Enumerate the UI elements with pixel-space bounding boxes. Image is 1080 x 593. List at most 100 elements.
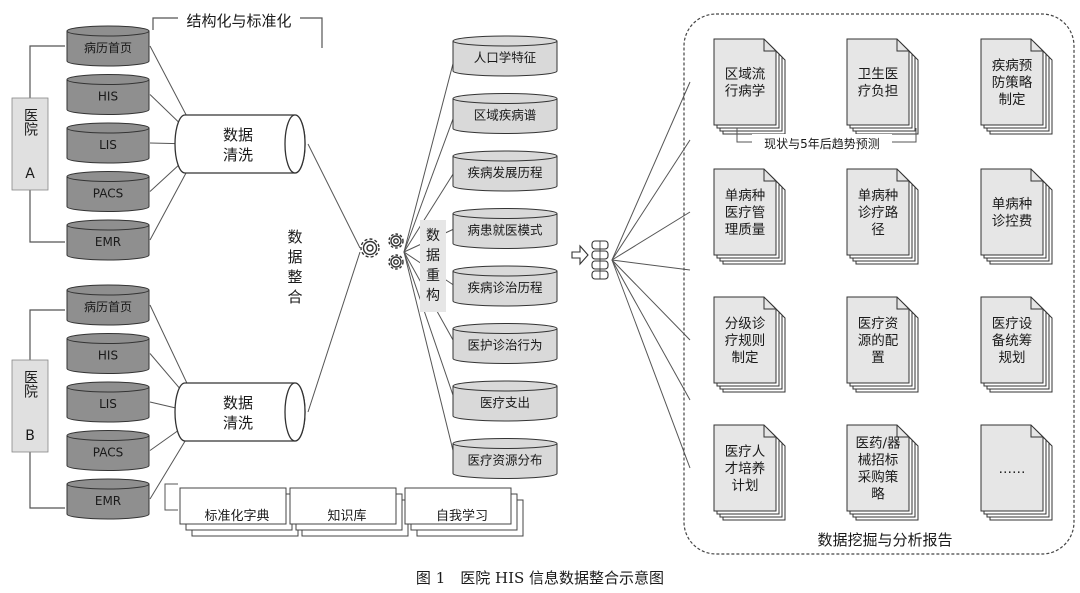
cleaning-b-to-gears-line (307, 251, 361, 413)
report-4-line-1: 诊疗路 (858, 205, 899, 221)
hospital-a-source-3: PACS (66, 171, 150, 212)
dimension-cylinder-7-body (452, 443, 558, 479)
dimension-cylinder-2: 疾病发展历程 (452, 150, 558, 192)
hospital-a-label-line1: 医院 (22, 108, 38, 137)
dimension-cylinder-3: 病患就医模式 (452, 208, 558, 249)
hospital-b-source-2-top (66, 381, 150, 393)
report-3-line-1: 医疗管 (725, 205, 766, 221)
hospital-a-source-4-label: EMR (95, 235, 121, 249)
report-sheet (980, 168, 1044, 256)
report-10-line-2: 采购策 (858, 469, 899, 486)
server-to-report-line (611, 81, 691, 261)
dimension-cylinder-3-body (452, 213, 558, 249)
report-sheet (980, 38, 1044, 126)
hospital-b-source-0-body (66, 290, 150, 326)
dimension-cylinder-1-body (452, 98, 558, 134)
figure-caption: 图 1 医院 HIS 信息数据整合示意图 (416, 569, 664, 587)
dimension-cylinder-5-body (452, 328, 558, 364)
report-sheet (713, 38, 777, 126)
dimension-cylinder-6-body (452, 386, 558, 422)
dimension-cylinder-6-label: 医疗支出 (480, 395, 530, 410)
reconstruction-char-3: 重 (426, 268, 440, 284)
report-2-line-2: 制定 (999, 92, 1026, 108)
report-7-line-1: 源的配 (858, 333, 899, 349)
report-5-line-0: 单病种 (992, 197, 1033, 213)
report-sheet (846, 38, 910, 126)
hospital-b-source-2-body (66, 387, 150, 423)
integration-char-1: 数 (287, 228, 302, 246)
hospital-a-source-1-label: HIS (98, 90, 118, 104)
dimension-cylinder-7: 医疗资源分布 (452, 438, 558, 479)
cleaning-cylinder-b-label-2: 清洗 (223, 414, 253, 432)
hospital-a-source-0-label: 病历首页 (84, 40, 132, 55)
report-fold (896, 169, 909, 182)
integration-char-2: 据 (287, 248, 302, 266)
source-to-cleaning-line (149, 304, 194, 397)
report-6-line-1: 疗规则 (725, 333, 766, 349)
report-7-line-2: 置 (871, 350, 885, 366)
hospital-b-group: 医院 B (11, 309, 65, 509)
reconstruction-char-2: 据 (426, 248, 440, 264)
report-fold (763, 425, 776, 438)
hospital-b-source-1-body (66, 338, 150, 374)
report-sheet (713, 296, 777, 384)
report-10-line-1: 械招标 (858, 453, 899, 469)
knowledge-sheet (289, 487, 397, 525)
server-to-report-line (611, 259, 691, 469)
hospital-a-source-4-body (66, 225, 150, 261)
hospital-a-source-4-top (66, 219, 150, 231)
hospital-a-source-2-body (66, 128, 150, 164)
cleaning-cylinder-a-label-1: 数据 (223, 126, 253, 144)
dimension-cylinder-5-label: 医护诊治行为 (467, 338, 542, 353)
dimension-cylinder-1-top (452, 93, 558, 104)
hospital-b-source-4-top (66, 478, 150, 490)
hospital-b-label-line1: 医院 (22, 370, 38, 399)
report-4-line-2: 径 (871, 222, 885, 238)
hospital-b-source-4-body (66, 484, 150, 520)
dimension-cylinder-4-body (452, 271, 558, 307)
hospital-a-source-3-label: PACS (93, 187, 123, 201)
report-8-line-2: 规划 (999, 350, 1026, 366)
report-sheet (846, 424, 910, 512)
report-fold (1030, 297, 1043, 310)
dimension-cylinder-0-label: 人口学特征 (474, 50, 537, 65)
knowledge-doc-2: 自我学习 (404, 487, 524, 537)
hospital-b-source-2: LIS (66, 381, 150, 423)
reconstruction-label: 数 据 重 构 (420, 220, 446, 312)
dimension-cylinder-4-top (452, 265, 558, 277)
knowledge-label-2: 自我学习 (436, 508, 488, 524)
server-to-report-line (611, 259, 691, 341)
dimension-cylinder-1: 区域疾病谱 (452, 93, 558, 134)
hospital-b-source-0: 病历首页 (66, 284, 150, 326)
hospital-b-source-3-top (66, 430, 150, 441)
server-to-report-line (611, 211, 691, 261)
report-2-line-0: 疾病预 (992, 58, 1033, 74)
report-doc-11: …… (980, 424, 1053, 521)
knowledge-base-group: 标准化字典知识库自我学习 (164, 483, 524, 537)
hospital-a-source-3-body (66, 176, 150, 212)
integration-char-3: 整 (287, 268, 302, 286)
hospital-b-source-3-label: PACS (93, 446, 123, 460)
knowledge-doc-0: 标准化字典 (179, 487, 299, 537)
dimension-cylinder-4-label: 疾病诊治历程 (467, 280, 543, 295)
report-1-line-0: 卫生医 (858, 67, 899, 83)
hospital-b-source-3-body (66, 435, 150, 471)
cleaning-cylinder-a-end (284, 114, 306, 174)
gears-to-dimension-line (403, 113, 456, 253)
report-9-line-1: 才培养 (725, 461, 766, 477)
report-sheet (713, 424, 777, 512)
gears-to-dimension-line (403, 251, 456, 459)
report-sheet (713, 168, 777, 256)
structuring-title: 结构化与标准化 (186, 12, 291, 30)
cleaning-cylinder-b-label-1: 数据 (223, 394, 253, 412)
report-sheet (846, 168, 910, 256)
